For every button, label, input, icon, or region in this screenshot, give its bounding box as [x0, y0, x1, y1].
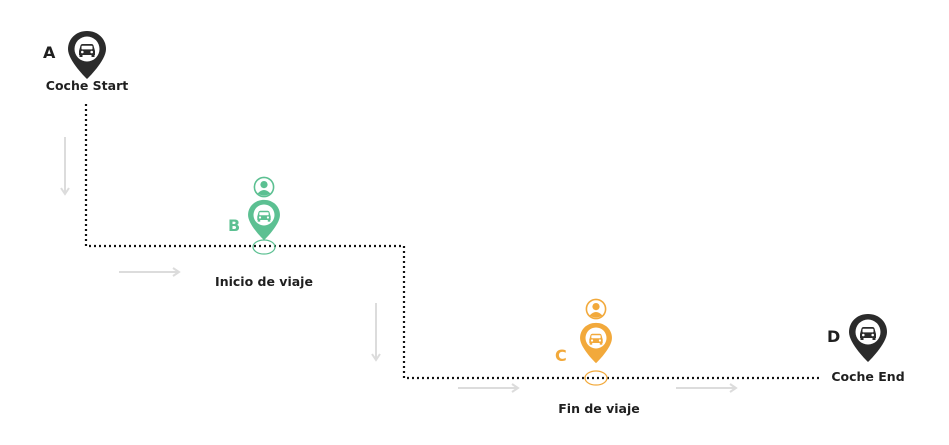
right-arrow-icon	[676, 383, 738, 393]
pin-location-ring	[252, 239, 276, 255]
point-d-letter: D	[827, 327, 841, 346]
down-arrow-icon	[60, 137, 70, 196]
user-icon	[253, 176, 275, 198]
point-c-label: Fin de viaje	[558, 401, 640, 416]
pin-location-ring	[584, 370, 608, 386]
user-icon	[585, 298, 607, 320]
right-arrow-icon	[119, 267, 181, 277]
car-location-pin-icon	[248, 199, 280, 241]
point-b-letter: B	[228, 216, 241, 235]
right-arrow-icon	[458, 383, 520, 393]
car-location-pin-icon	[849, 314, 887, 362]
point-b-label: Inicio de viaje	[215, 274, 313, 289]
down-arrow-icon	[371, 303, 381, 362]
point-a-label: Coche Start	[45, 78, 129, 93]
point-a-letter: A	[43, 43, 56, 62]
point-c-letter: C	[555, 346, 567, 365]
car-location-pin-icon	[68, 31, 106, 79]
point-d-label: Coche End	[831, 369, 905, 384]
car-location-pin-icon	[580, 322, 612, 364]
